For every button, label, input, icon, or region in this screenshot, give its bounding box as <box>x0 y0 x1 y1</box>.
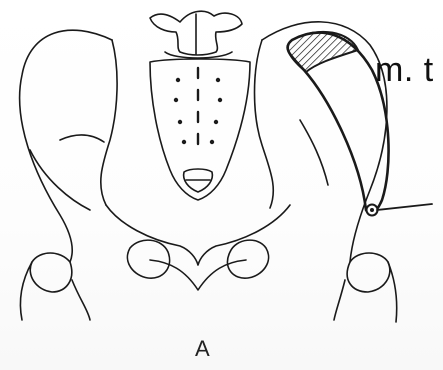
left-acetabulum <box>30 253 72 292</box>
right-ilium-inner <box>255 40 274 208</box>
panel-letter: A <box>195 336 210 362</box>
left-iliac-line <box>60 135 104 142</box>
pelvic-brim <box>106 205 290 265</box>
right-iliac-line <box>300 120 328 185</box>
left-obturator-foramen <box>127 240 169 278</box>
muscle-origin-hatched <box>288 32 358 72</box>
sacrum <box>150 59 250 200</box>
left-ilium-inner <box>101 40 117 205</box>
left-iliac-crest-contour <box>30 150 90 210</box>
muscle-label: m. t <box>375 50 434 90</box>
right-obturator-foramen <box>227 240 268 278</box>
left-ilium <box>20 30 112 262</box>
leader-line <box>377 204 432 210</box>
right-acetabulum <box>347 253 390 292</box>
